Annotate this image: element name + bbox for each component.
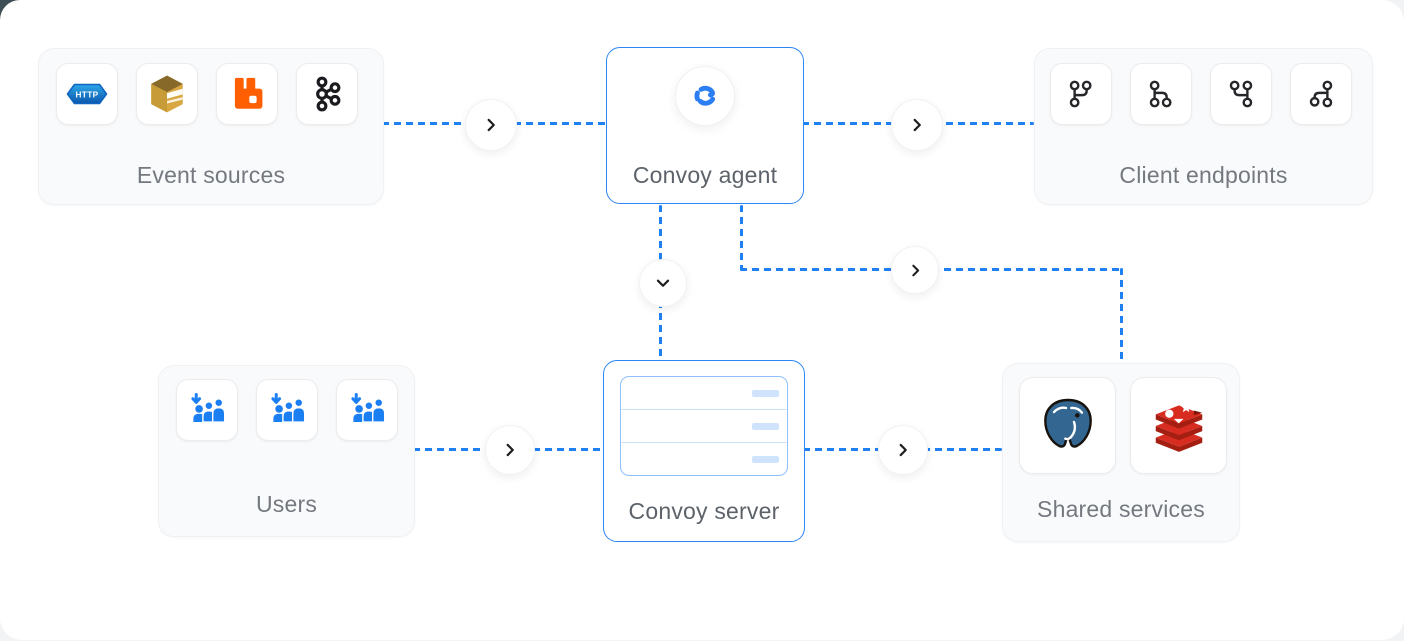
redis-icon	[1155, 401, 1202, 452]
users-tile-2	[256, 379, 318, 441]
event-source-tile-sqs	[136, 63, 198, 125]
chevron-right-icon	[487, 118, 495, 132]
event-source-tile-rabbitmq	[216, 63, 278, 125]
shared-services-label: Shared services	[1037, 496, 1205, 522]
http-badge-text: HTTP	[76, 90, 99, 99]
arrow-circle-events-to-agent	[465, 99, 517, 151]
convoy-agent-box: Convoy agent	[606, 47, 804, 204]
users-tile-1	[176, 379, 238, 441]
connector-shared-elbow-down	[1120, 268, 1123, 364]
server-table-row	[621, 443, 787, 475]
convoy-logo-icon	[694, 85, 716, 106]
event-sources-panel: HTTP	[38, 48, 384, 205]
client-endpoint-tile-3	[1210, 63, 1272, 125]
server-table-cell-pill	[752, 389, 779, 397]
amazon-sqs-icon	[151, 75, 183, 113]
chevron-right-icon	[913, 118, 921, 132]
git-merge-from-bottom-left-icon	[1309, 80, 1333, 108]
apache-kafka-icon	[316, 76, 341, 112]
arrow-circle-server-to-shared	[878, 425, 928, 475]
arrow-circle-agent-to-server	[639, 259, 687, 307]
convoy-agent-label: Convoy agent	[632, 162, 778, 188]
rabbitmq-icon	[234, 77, 263, 109]
users-panel: Users	[158, 365, 415, 537]
connector-agent-elbow-down	[740, 205, 743, 271]
client-endpoint-tile-1	[1050, 63, 1112, 125]
event-source-tile-kafka	[296, 63, 358, 125]
chevron-right-icon	[899, 443, 907, 457]
shared-service-tile-postgres	[1019, 377, 1116, 474]
client-endpoint-tile-2	[1130, 63, 1192, 125]
shared-service-tile-redis	[1130, 377, 1227, 474]
event-sources-label: Event sources	[136, 162, 286, 188]
postgresql-icon	[1043, 398, 1092, 448]
server-table-row	[621, 410, 787, 443]
users-label: Users	[255, 491, 318, 517]
git-merge-from-top-left-icon	[1229, 80, 1253, 108]
git-branch-down-right-icon	[1149, 80, 1172, 108]
http-badge-icon: HTTP	[66, 83, 108, 105]
convoy-server-box: Convoy server	[603, 360, 805, 542]
convoy-logo-badge	[675, 66, 735, 126]
server-table-cell-pill	[752, 422, 779, 430]
shared-services-panel: Shared services	[1002, 363, 1240, 542]
chevron-down-icon	[656, 279, 670, 287]
convoy-server-label: Convoy server	[628, 498, 780, 524]
users-tile-3	[336, 379, 398, 441]
client-endpoint-tile-4	[1290, 63, 1352, 125]
arrow-circle-users-to-server	[485, 425, 535, 475]
chevron-right-icon	[506, 443, 514, 457]
user-group-arrow-down-icon	[271, 392, 306, 423]
user-group-arrow-down-icon	[351, 392, 386, 423]
arrow-circle-agent-to-shared	[891, 246, 939, 294]
arrow-circle-agent-to-endpoints	[891, 99, 943, 151]
chevron-right-icon	[911, 264, 919, 276]
server-table-row	[621, 377, 787, 410]
client-endpoints-panel: Client endpoints	[1034, 48, 1373, 205]
git-branch-up-right-icon	[1069, 80, 1092, 108]
event-source-tile-http: HTTP	[56, 63, 118, 125]
server-table-icon	[620, 376, 788, 476]
server-table-cell-pill	[752, 455, 779, 463]
client-endpoints-label: Client endpoints	[1119, 162, 1288, 188]
user-group-arrow-down-icon	[191, 392, 226, 423]
